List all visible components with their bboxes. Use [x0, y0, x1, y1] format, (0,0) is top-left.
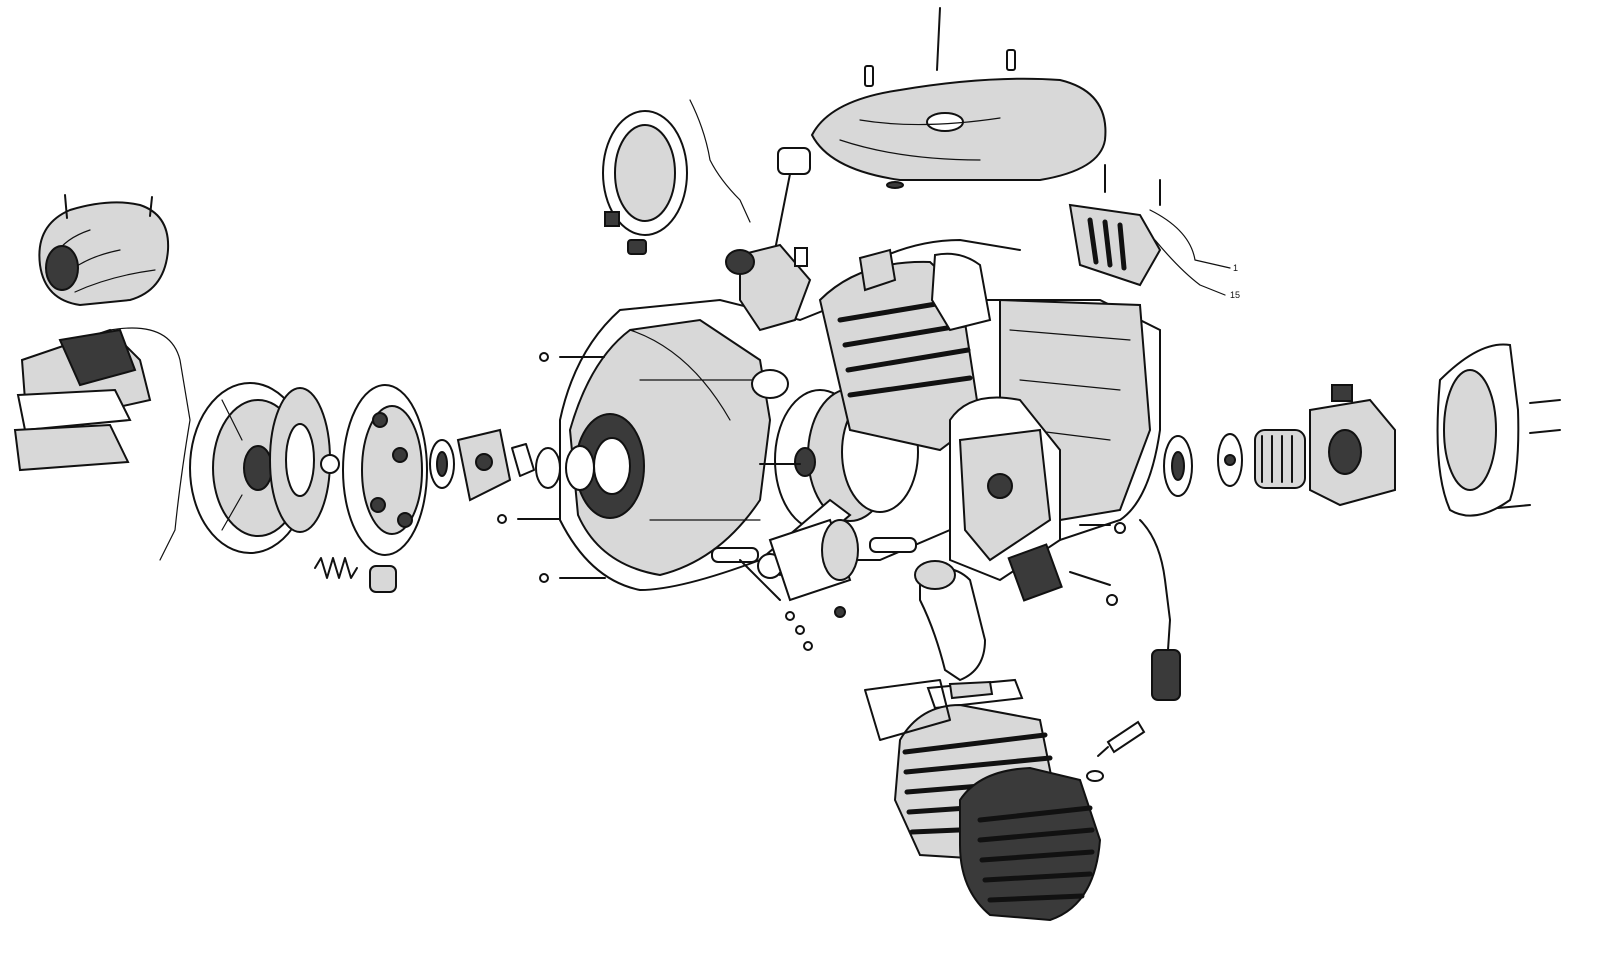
bearing-right: [1163, 435, 1193, 497]
timing-cover-area: [949, 396, 1063, 602]
thrust-washer: [1217, 433, 1243, 487]
clutch-pressure-plate: [320, 384, 428, 556]
dynamo-armature: [1254, 429, 1306, 489]
clutch-spring: [314, 557, 397, 593]
air-filter-assembly: [13, 327, 191, 561]
head-gasket: [864, 679, 951, 741]
cylinder-head: [959, 766, 1102, 922]
carburettor: [725, 147, 812, 332]
nuts-bottom: [785, 522, 1126, 651]
studs-left: [497, 352, 606, 583]
spark-plug-lead: [1139, 519, 1181, 701]
exhaust-flange: [926, 678, 1024, 710]
piston: [768, 518, 859, 602]
cylinder-studs: [739, 524, 1111, 601]
fuel-tank: [810, 7, 1107, 189]
wire-callout-1: 1: [1233, 263, 1238, 273]
spark-plug: [1086, 720, 1146, 782]
bearing-cover: [456, 428, 512, 502]
oil-seal: [429, 439, 455, 489]
air-filter-cover: [38, 194, 170, 307]
end-cover: [1436, 343, 1561, 517]
gudgeon-pin: [711, 537, 917, 563]
ignition-coil: 1 15: [1068, 164, 1240, 300]
ht-lead: [858, 239, 1021, 332]
round-filter-housing: [602, 99, 751, 255]
dynamo-housing: [1309, 384, 1396, 507]
inlet-elbow: [914, 560, 987, 682]
wire-callout-15: 15: [1230, 290, 1240, 300]
friction-plate: [269, 387, 331, 533]
gasket: [511, 443, 535, 477]
